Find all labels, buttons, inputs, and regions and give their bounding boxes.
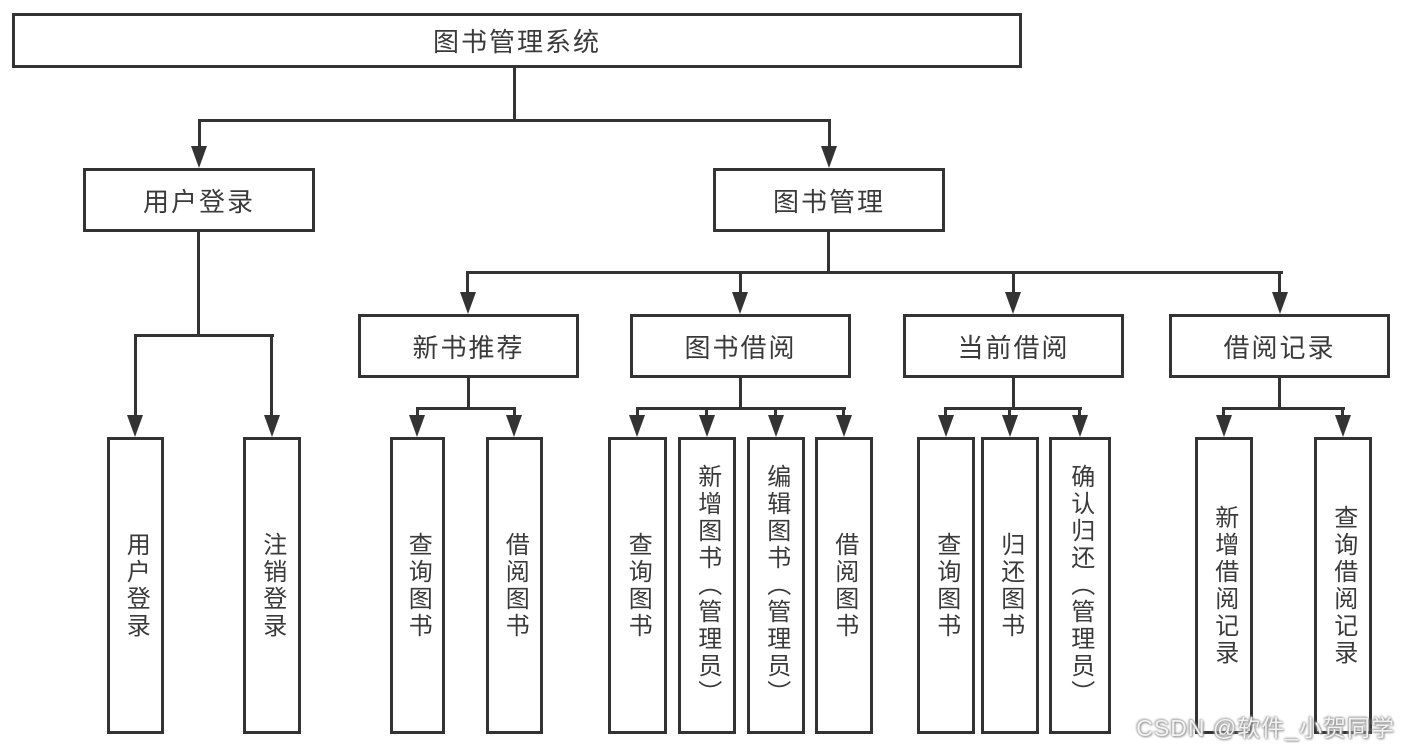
arrowhead-down-icon	[191, 146, 207, 168]
leaf-label: 查询借阅记录	[1329, 504, 1357, 667]
leaf-borrow-books: 借阅图书	[815, 437, 873, 734]
connector	[513, 407, 516, 417]
leaf-confirm-return-admin: 确认归还（管理员）	[1049, 437, 1111, 734]
leaf-label: 新增图书（管理员）	[693, 464, 721, 707]
connector	[1278, 378, 1281, 408]
arrowhead-down-icon	[699, 415, 715, 437]
connector	[198, 119, 201, 148]
connector	[636, 407, 846, 410]
arrowhead-down-icon	[938, 415, 954, 437]
node-user-login: 用户登录	[83, 168, 315, 232]
connector	[1012, 271, 1015, 295]
node-book-borrowing: 图书借阅	[630, 314, 851, 378]
arrowhead-down-icon	[409, 415, 425, 437]
arrowhead-down-icon	[1216, 415, 1232, 437]
arrowhead-down-icon	[460, 292, 476, 314]
arrowhead-down-icon	[1335, 415, 1351, 437]
connector	[828, 119, 831, 148]
connector	[198, 119, 831, 122]
arrowhead-down-icon	[1272, 292, 1288, 314]
node-label: 图书管理系统	[432, 27, 601, 57]
node-current-borrowing: 当前借阅	[903, 314, 1124, 378]
leaf-query-books-recommend: 查询图书	[390, 437, 445, 734]
connector	[1078, 407, 1081, 417]
connector	[827, 232, 830, 272]
arrowhead-down-icon	[836, 415, 852, 437]
csdn-watermark: CSDN @软件_小贺同学	[1136, 715, 1395, 741]
node-new-book-recommend: 新书推荐	[358, 314, 579, 378]
connector	[1222, 407, 1345, 410]
connector	[739, 271, 742, 295]
leaf-label: 用户登录	[122, 531, 150, 640]
leaf-label: 注销登录	[258, 531, 286, 640]
leaf-label: 查询图书	[404, 531, 432, 640]
connector	[842, 407, 845, 417]
arrowhead-down-icon	[506, 415, 522, 437]
arrowhead-down-icon	[629, 415, 645, 437]
connector	[944, 407, 1082, 410]
connector	[1008, 407, 1011, 417]
leaf-label: 编辑图书（管理员）	[762, 464, 790, 707]
connector	[416, 407, 516, 410]
connector	[513, 68, 516, 120]
leaf-label: 查询图书	[932, 531, 960, 640]
connector	[134, 334, 137, 417]
connector	[636, 407, 639, 417]
leaf-user-login: 用户登录	[107, 437, 164, 734]
connector	[466, 271, 1283, 274]
arrowhead-down-icon	[1072, 415, 1088, 437]
arrowhead-down-icon	[1002, 415, 1018, 437]
connector	[1278, 271, 1281, 295]
leaf-query-books: 查询图书	[608, 437, 667, 734]
connector	[1222, 407, 1225, 417]
connector	[705, 407, 708, 417]
connector	[1012, 378, 1015, 408]
leaf-logout: 注销登录	[243, 437, 301, 734]
node-label: 图书借阅	[684, 332, 797, 363]
node-label: 当前借阅	[957, 332, 1070, 363]
node-label: 图书管理	[772, 186, 885, 217]
connector	[1341, 407, 1344, 417]
node-label: 用户登录	[142, 186, 255, 217]
leaf-edit-books-admin: 编辑图书（管理员）	[747, 437, 805, 734]
arrowhead-down-icon	[264, 415, 280, 437]
connector	[774, 407, 777, 417]
node-library-management-system: 图书管理系统	[12, 13, 1022, 68]
leaf-add-borrow-record: 新增借阅记录	[1195, 437, 1253, 734]
leaf-borrow-books-recommend: 借阅图书	[486, 437, 543, 734]
leaf-label: 借阅图书	[501, 531, 529, 640]
leaf-label: 归还图书	[996, 531, 1024, 640]
node-label: 新书推荐	[412, 332, 525, 363]
connector	[416, 407, 419, 417]
arrowhead-down-icon	[1005, 292, 1021, 314]
arrowhead-down-icon	[768, 415, 784, 437]
connector	[134, 334, 274, 337]
leaf-label: 新增借阅记录	[1210, 504, 1238, 667]
leaf-query-borrow-record: 查询借阅记录	[1314, 437, 1372, 734]
connector	[197, 232, 200, 335]
arrowhead-down-icon	[732, 292, 748, 314]
connector	[467, 378, 470, 408]
leaf-query-books-current: 查询图书	[917, 437, 975, 734]
connector	[739, 378, 742, 408]
leaf-label: 借阅图书	[830, 531, 858, 640]
leaf-return-books: 归还图书	[981, 437, 1039, 734]
connector	[466, 271, 469, 295]
node-label: 借阅记录	[1223, 332, 1336, 363]
leaf-label: 确认归还（管理员）	[1066, 464, 1094, 707]
node-book-management: 图书管理	[713, 168, 945, 232]
connector	[944, 407, 947, 417]
node-borrowing-records: 借阅记录	[1169, 314, 1390, 378]
leaf-label: 查询图书	[624, 531, 652, 640]
leaf-add-books-admin: 新增图书（管理员）	[678, 437, 736, 734]
connector	[270, 334, 273, 417]
arrowhead-down-icon	[127, 415, 143, 437]
arrowhead-down-icon	[821, 146, 837, 168]
